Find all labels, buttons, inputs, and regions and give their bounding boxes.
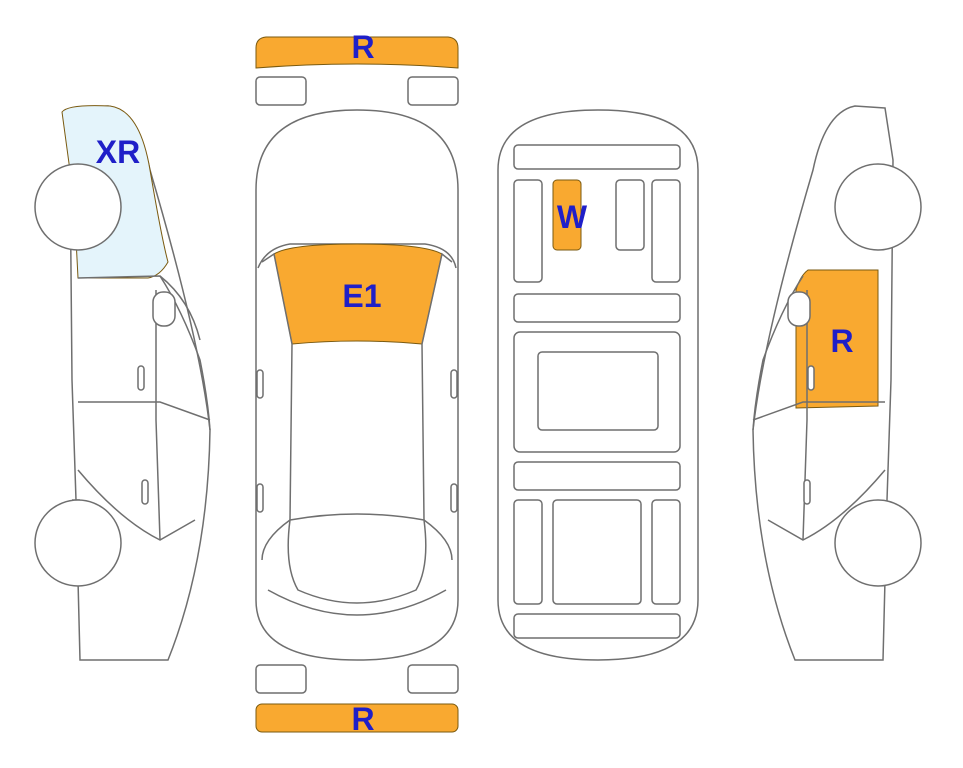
windshield[interactable] — [273, 243, 443, 345]
left-door-seam — [155, 290, 161, 541]
left-top-mirror-front[interactable] — [256, 369, 264, 399]
cross-member-front[interactable] — [513, 293, 681, 323]
top-body[interactable] — [255, 109, 459, 661]
top-view — [255, 36, 459, 733]
left-belt-line — [78, 401, 211, 421]
right-lower-line — [767, 469, 886, 541]
roof-panel[interactable] — [552, 179, 582, 251]
rear-left-rail[interactable] — [513, 499, 543, 605]
floor-panel-inner — [537, 351, 659, 431]
roof-panel-label: W — [557, 199, 588, 235]
right-top-mirror-front[interactable] — [450, 369, 458, 399]
left-mirror[interactable] — [152, 291, 176, 327]
left-top-mirror-rear[interactable] — [256, 483, 264, 513]
trunk-line — [267, 589, 447, 616]
right-mirror[interactable] — [787, 291, 811, 327]
left-a-pillar — [261, 252, 293, 561]
front-left-light[interactable] — [255, 76, 307, 106]
right-rear-wheel[interactable] — [834, 499, 922, 587]
left-rear-handle[interactable] — [137, 365, 145, 391]
rear-right-rail[interactable] — [651, 499, 681, 605]
rear-bumper[interactable] — [255, 703, 459, 733]
left-front-handle[interactable] — [141, 479, 149, 505]
right-rear-handle[interactable] — [803, 479, 811, 505]
rear-left-light[interactable] — [255, 664, 307, 694]
rear-right-light[interactable] — [407, 664, 459, 694]
front-right-rail[interactable] — [651, 179, 681, 283]
left-rear-wheel[interactable] — [34, 163, 122, 251]
right-front-handle[interactable] — [807, 365, 815, 391]
right-front-door-label: R — [830, 323, 853, 359]
right-side-view — [752, 105, 922, 661]
left-lower-line — [77, 469, 196, 541]
left-front-wheel[interactable] — [34, 499, 122, 587]
cross-member-rear[interactable] — [513, 461, 681, 491]
left-side-view — [34, 105, 211, 661]
rear-center-panel[interactable] — [552, 499, 642, 605]
rear-window — [287, 513, 427, 604]
front-bumper[interactable] — [255, 36, 459, 69]
front-center-rail[interactable] — [615, 179, 645, 251]
rear-bumper-label: R — [351, 701, 374, 737]
right-a-pillar — [421, 252, 453, 561]
front-bumper-label: R — [351, 29, 374, 65]
right-belt-line — [752, 401, 885, 421]
front-left-rail[interactable] — [513, 179, 543, 283]
underbody-view — [497, 109, 699, 661]
front-panel[interactable] — [513, 144, 681, 170]
front-right-light[interactable] — [407, 76, 459, 106]
right-front-wheel[interactable] — [834, 163, 922, 251]
windshield-label: E1 — [342, 278, 381, 314]
right-top-mirror-rear[interactable] — [450, 483, 458, 513]
left-rear-quarter-label: XR — [96, 134, 140, 170]
rear-panel[interactable] — [513, 613, 681, 639]
